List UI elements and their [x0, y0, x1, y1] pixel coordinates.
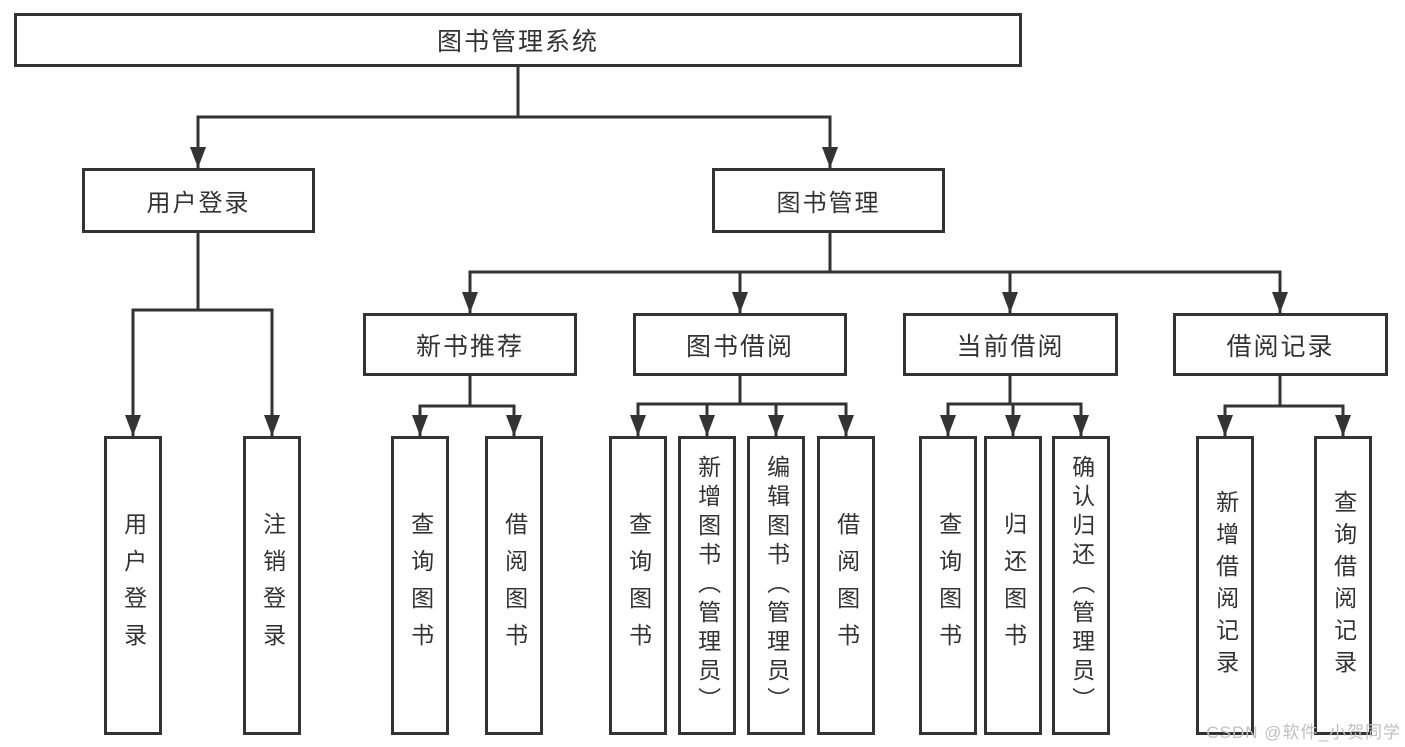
node-logout: 注销登录	[243, 436, 301, 735]
node-login-label: 用户登录	[120, 511, 147, 660]
node-bb-edit-books-admin: 编辑图书（管理员）	[747, 436, 805, 735]
node-cb-return-books-label: 归还图书	[1000, 511, 1027, 660]
node-bb-query-books: 查询图书	[609, 436, 667, 735]
connectors-user-login	[125, 233, 280, 436]
node-nb-borrow-books: 借阅图书	[485, 436, 543, 735]
node-new-book-recommend-label: 新书推荐	[415, 332, 524, 361]
node-logout-label: 注销登录	[259, 511, 286, 660]
node-bb-edit-books-admin-label: 编辑图书（管理员）	[763, 455, 790, 716]
node-bb-borrow-books-label: 借阅图书	[833, 511, 860, 660]
node-current-borrowing: 当前借阅	[903, 313, 1118, 376]
connectors-new-book-recommend	[412, 376, 522, 436]
node-nb-query-books: 查询图书	[391, 436, 449, 735]
node-nb-borrow-books-label: 借阅图书	[501, 511, 528, 660]
node-book-management-label: 图书管理	[776, 190, 881, 217]
connectors-current-borrowing	[940, 376, 1089, 436]
node-user-login: 用户登录	[82, 168, 315, 233]
node-bb-borrow-books: 借阅图书	[817, 436, 875, 735]
node-cb-confirm-return-admin: 确认归还（管理员）	[1052, 436, 1110, 735]
node-bb-add-books-admin-label: 新增图书（管理员）	[694, 455, 721, 716]
connectors-book-borrowing	[630, 376, 854, 436]
node-book-management: 图书管理	[712, 168, 945, 233]
node-bb-query-books-label: 查询图书	[625, 511, 652, 660]
csdn-watermark: CSDN @软件_小贺同学	[1206, 723, 1401, 742]
node-root: 图书管理系统	[14, 13, 1022, 67]
node-book-borrowing-label: 图书借阅	[685, 332, 794, 361]
node-current-borrowing-label: 当前借阅	[956, 332, 1065, 361]
node-nb-query-books-label: 查询图书	[407, 511, 434, 660]
connectors-book-management	[462, 233, 1288, 313]
node-br-query-record-label: 查询借阅记录	[1330, 489, 1357, 682]
node-br-query-record: 查询借阅记录	[1314, 436, 1372, 735]
node-book-borrowing: 图书借阅	[633, 313, 847, 376]
node-bb-add-books-admin: 新增图书（管理员）	[678, 436, 736, 735]
node-new-book-recommend: 新书推荐	[363, 313, 577, 376]
node-borrow-records: 借阅记录	[1173, 313, 1388, 376]
node-br-add-record: 新增借阅记录	[1196, 436, 1254, 735]
node-cb-confirm-return-admin-label: 确认归还（管理员）	[1068, 455, 1095, 716]
connectors-root	[190, 67, 838, 168]
node-cb-query-books: 查询图书	[919, 436, 977, 735]
node-root-label: 图书管理系统	[436, 28, 599, 56]
node-br-add-record-label: 新增借阅记录	[1212, 489, 1239, 682]
node-user-login-label: 用户登录	[146, 190, 251, 217]
node-cb-return-books: 归还图书	[984, 436, 1042, 735]
node-borrow-records-label: 借阅记录	[1226, 332, 1335, 361]
connectors-borrow-records	[1217, 376, 1351, 436]
node-cb-query-books-label: 查询图书	[935, 511, 962, 660]
node-login: 用户登录	[104, 436, 162, 735]
